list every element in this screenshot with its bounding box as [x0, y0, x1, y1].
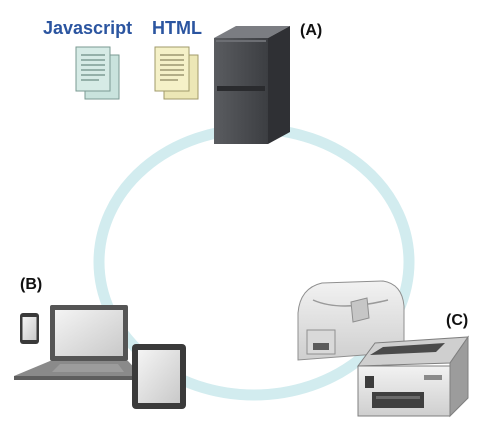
laptop-icon — [14, 305, 142, 380]
html-document-icon — [154, 46, 199, 100]
javascript-document-icon — [75, 46, 120, 100]
html-label: HTML — [152, 18, 202, 38]
smartphone-icon — [20, 313, 39, 344]
client-devices-label: (B) — [20, 276, 43, 293]
server-icon — [214, 26, 290, 144]
receipt-printer-icon — [297, 280, 405, 361]
javascript-label: Javascript — [43, 18, 133, 38]
tablet-icon — [132, 344, 186, 409]
server-label: (A) — [300, 22, 323, 39]
kitchen-printer-icon — [356, 335, 469, 418]
printers-label: (C) — [446, 312, 469, 329]
